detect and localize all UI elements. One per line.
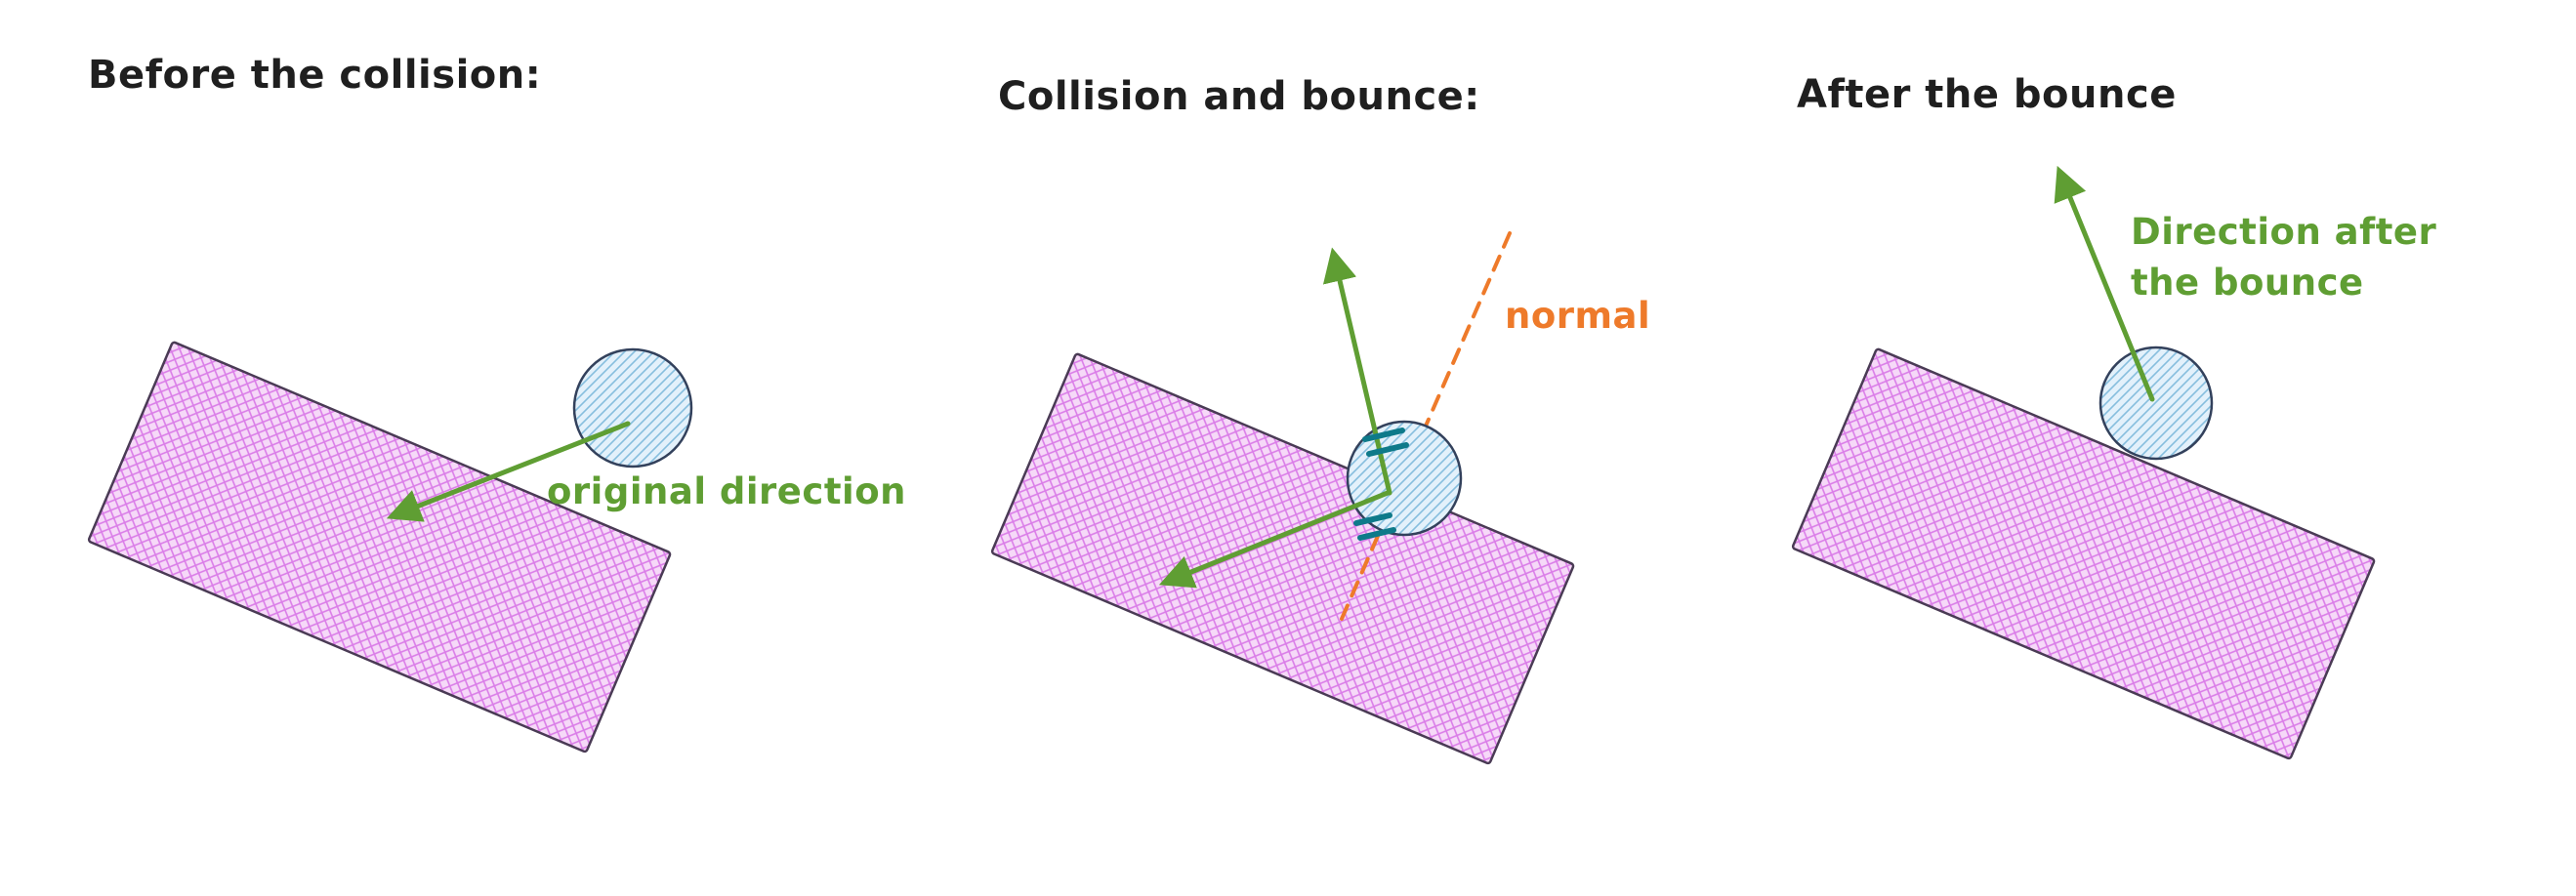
- equal-angle-marks-lower: [1353, 512, 1396, 541]
- panel2-title: Collision and bounce:: [998, 74, 1480, 119]
- panel-before-collision: Before the collision: original direction: [87, 53, 906, 753]
- original-direction-label: original direction: [547, 470, 906, 512]
- original-direction-arrow: [386, 421, 631, 522]
- surface-rect: [87, 341, 672, 753]
- after-bounce-label-line1: Direction after: [2131, 211, 2437, 253]
- panel-collision-bounce: Collision and bounce: normal: [990, 74, 1650, 765]
- after-bounce-label-line2: the bounce: [2131, 262, 2364, 304]
- equal-angle-marks-upper: [1362, 428, 1409, 457]
- panel1-title: Before the collision:: [88, 53, 541, 98]
- ball-circle: [572, 347, 693, 468]
- ball-circle: [2098, 346, 2214, 461]
- normal-label: normal: [1505, 295, 1650, 337]
- surface-rect: [990, 352, 1575, 765]
- incoming-direction-arrow: [1158, 490, 1391, 589]
- surface-rect: [1791, 347, 2376, 760]
- panel3-title: After the bounce: [1797, 72, 2177, 117]
- after-bounce-direction-arrow: [2054, 165, 2155, 402]
- panel-after-bounce: After the bounce Direction after the bou…: [1791, 72, 2437, 760]
